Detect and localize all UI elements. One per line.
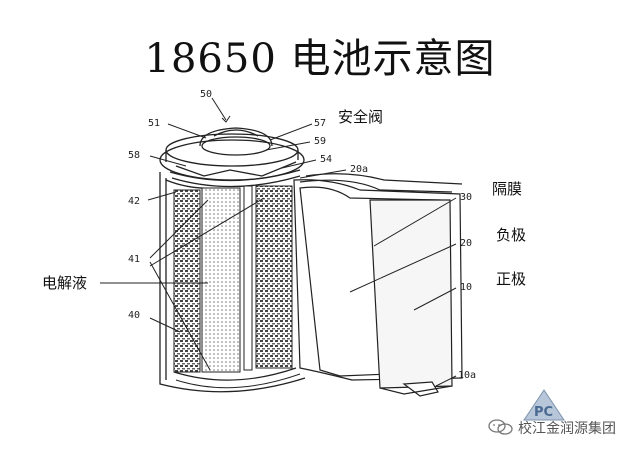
label-59: 59 <box>314 136 326 147</box>
label-41: 41 <box>128 254 140 265</box>
label-57: 57 <box>314 118 326 129</box>
electrolyte-label: 电解液 <box>42 274 87 292</box>
wechat-icon <box>488 419 513 435</box>
pc-logo: PC <box>523 389 565 421</box>
svg-text:PC: PC <box>534 405 553 420</box>
label-20: 20 <box>460 238 472 249</box>
label-51: 51 <box>148 118 160 129</box>
watermark-account: 校江金润源集团 <box>518 421 616 437</box>
label-10: 10 <box>460 282 472 293</box>
label-42: 42 <box>128 196 140 207</box>
electrode-winding <box>173 185 301 389</box>
label-20a: 20a <box>350 164 368 175</box>
leader-lines <box>100 97 457 387</box>
label-10a: 10a <box>458 370 476 381</box>
positive-label: 正极 <box>496 270 526 288</box>
label-30: 30 <box>460 192 472 203</box>
label-50: 50 <box>200 89 212 100</box>
separator-label: 隔膜 <box>492 180 522 198</box>
label-54: 54 <box>320 154 332 165</box>
negative-label: 负极 <box>496 226 526 244</box>
label-40: 40 <box>128 310 140 321</box>
battery-can <box>159 127 306 393</box>
page-title: 18650 电池示意图 <box>144 36 496 82</box>
label-58: 58 <box>128 150 140 161</box>
safety-valve-label: 安全阀 <box>338 108 383 126</box>
unrolled-sheets <box>293 173 463 397</box>
